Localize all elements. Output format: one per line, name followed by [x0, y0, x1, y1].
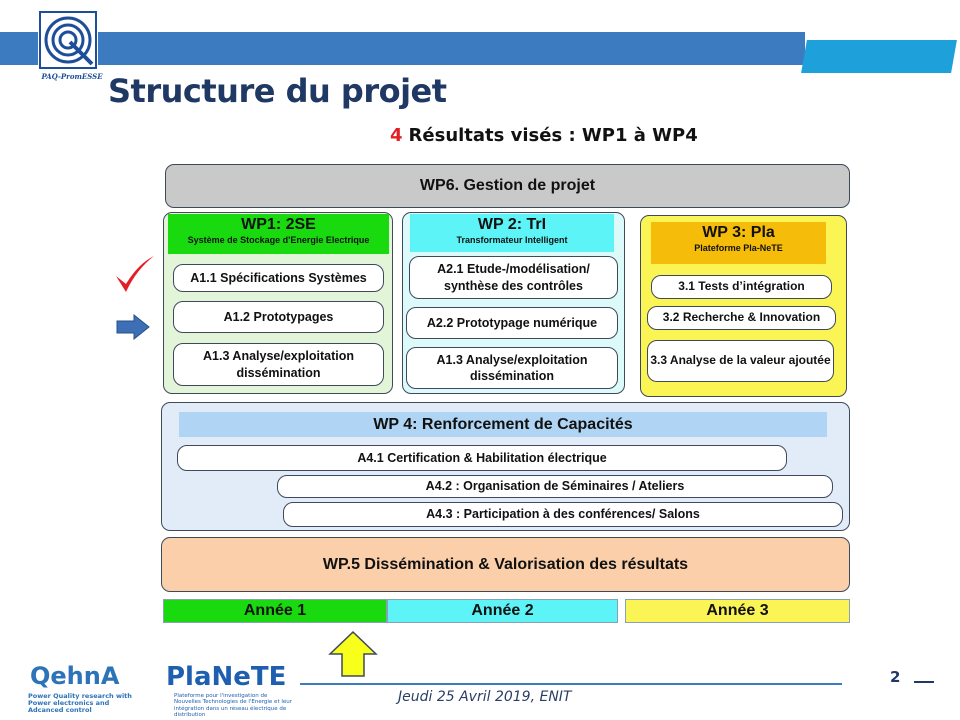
wp2-item-3: A1.3 Analyse/exploitation dissémination [406, 347, 618, 389]
wp1-item-1: A1.1 Spécifications Systèmes [173, 264, 384, 292]
footer-date: Jeudi 25 Avril 2019, ENIT [398, 689, 572, 705]
qehna-tagline: Power Quality research with Power electr… [28, 692, 132, 715]
wp2-item-2: A2.2 Prototypage numérique [406, 307, 618, 339]
wp1-subtitle: Système de Stockage d'Energie Electrique [187, 235, 370, 245]
wp2-subtitle: Transformateur Intelligent [456, 235, 568, 245]
wp1-title: WP1: 2SE [241, 216, 316, 233]
subtitle-text: Résultats visés : WP1 à WP4 [408, 125, 698, 146]
paq-logo [38, 10, 98, 70]
page-number: 2 [890, 668, 901, 686]
wp3-item-2: 3.2 Recherche & Innovation [647, 306, 836, 330]
page-number-dash [914, 681, 934, 683]
wp3-title: WP 3: Pla [702, 224, 775, 241]
wp5-box: WP.5 Dissémination & Valorisation des ré… [161, 537, 850, 592]
header-band [0, 32, 805, 65]
wp1-header: WP1: 2SE Système de Stockage d'Energie E… [168, 214, 389, 254]
qehna-logo: QehnA [30, 662, 120, 690]
wp3-subtitle: Plateforme Pla-NeTE [694, 243, 783, 253]
wp3-item-3: 3.3 Analyse de la valeur ajoutée [647, 340, 834, 382]
subtitle-number: 4 [390, 125, 403, 146]
wp4-item-3: A4.3 : Participation à des conférences/ … [283, 502, 843, 527]
arrow-up-icon [328, 630, 378, 677]
wp4-item-1: A4.1 Certification & Habilitation électr… [177, 445, 787, 471]
year-1-bar: Année 1 [163, 599, 387, 623]
year-2-bar: Année 2 [387, 599, 618, 623]
wp4-item-2: A4.2 : Organisation de Séminaires / Atel… [277, 475, 833, 498]
footer-line [300, 683, 842, 685]
checkmark-icon [116, 256, 154, 292]
wp6-box: WP6. Gestion de projet [165, 164, 850, 208]
paq-logo-caption: PAQ-PromESSE [41, 72, 103, 81]
planete-tagline: Plateforme pour l'investigation de Nouve… [174, 693, 293, 718]
year-3-bar: Année 3 [625, 599, 850, 623]
wp2-title: WP 2: TrI [477, 216, 547, 233]
wp3-item-1: 3.1 Tests d’intégration [651, 275, 832, 299]
wp1-item-2: A1.2 Prototypages [173, 301, 384, 333]
page-title: Structure du projet [108, 72, 447, 110]
wp2-header: WP 2: TrI Transformateur Intelligent [410, 214, 614, 252]
paq-logo-icon [39, 11, 97, 69]
wp4-title: WP 4: Renforcement de Capacités [179, 412, 827, 437]
wp1-item-3: A1.3 Analyse/exploitation dissémination [173, 343, 384, 386]
wp3-header: WP 3: Pla Plateforme Pla-NeTE [651, 222, 826, 264]
wp2-item-1: A2.1 Etude-/modélisation/ synthèse des c… [409, 256, 618, 299]
planete-logo: PlaNeTE [166, 662, 287, 692]
header-band-accent [801, 40, 957, 73]
arrow-right-icon [116, 314, 150, 340]
